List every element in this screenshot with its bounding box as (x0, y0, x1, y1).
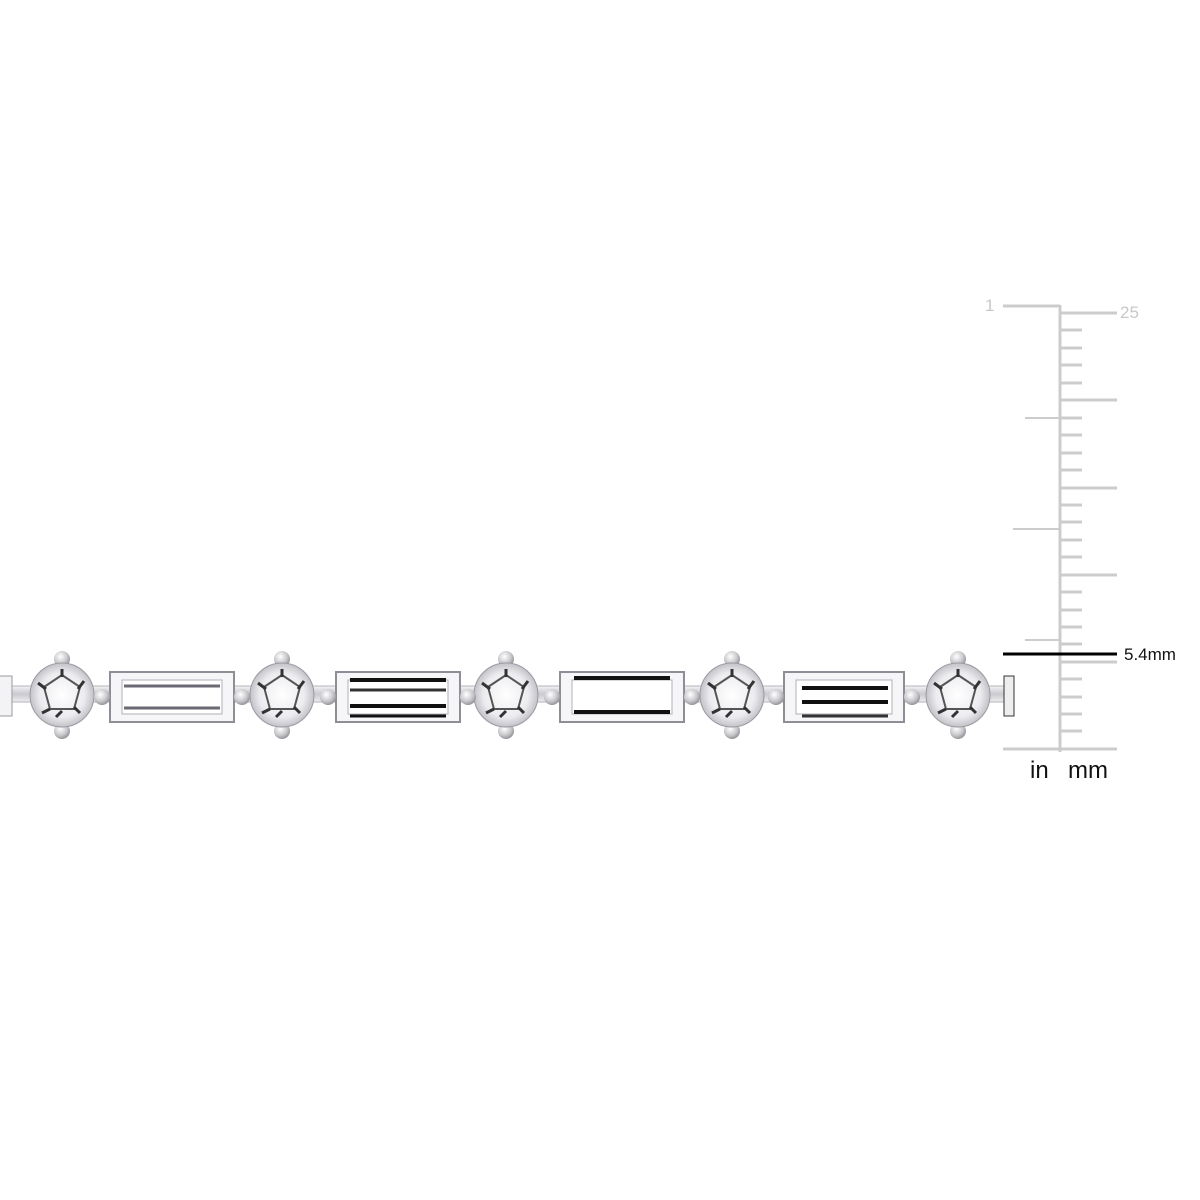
mm-label: 25 (1120, 303, 1139, 322)
measurement-label: 5.4mm (1124, 645, 1176, 664)
inch-label: 1 (985, 296, 995, 315)
bracelet-image (0, 651, 1015, 739)
round-stones (29, 651, 991, 739)
unit-mm-label: mm (1068, 757, 1108, 784)
unit-in-label: in (1030, 757, 1049, 784)
baguette-stones (94, 671, 920, 723)
